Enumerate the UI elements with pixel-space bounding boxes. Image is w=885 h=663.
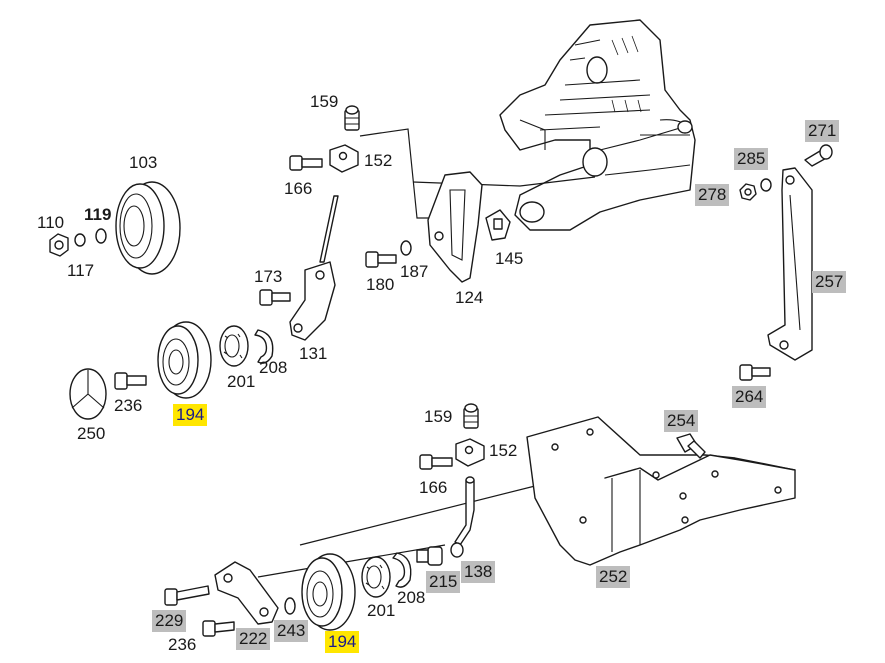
callout-215: 215 <box>426 571 461 593</box>
callout-159-top: 159 <box>310 92 339 111</box>
engine-block <box>499 19 696 231</box>
bearing-201-top <box>219 325 249 367</box>
bolt-236-top <box>114 372 147 390</box>
bolt-166-lower <box>419 454 453 470</box>
bearing-201-lower <box>361 556 391 598</box>
circlip-208-top <box>254 329 274 364</box>
link-arm-222 <box>214 561 279 625</box>
callout-110: 110 <box>37 213 65 232</box>
callout-152-lower: 152 <box>489 441 518 460</box>
callout-201-top: 201 <box>227 372 256 391</box>
callout-131: 131 <box>299 344 328 363</box>
callout-208-top: 208 <box>259 358 288 377</box>
callout-254: 254 <box>664 410 699 432</box>
star-cap-250 <box>69 368 107 420</box>
callout-257: 257 <box>812 271 847 293</box>
callout-285: 285 <box>734 148 769 170</box>
block-152-lower <box>455 438 485 467</box>
callout-271: 271 <box>805 120 840 142</box>
callout-166-top: 166 <box>284 179 313 198</box>
callout-138: 138 <box>461 561 496 583</box>
bolt-180 <box>365 251 397 268</box>
grease-nipple-159-lower <box>463 403 479 429</box>
callout-187: 187 <box>400 262 429 281</box>
washer-243 <box>284 597 296 615</box>
bolt-236-lower <box>202 620 235 637</box>
callout-236-top: 236 <box>114 396 143 415</box>
callout-194-lower: 194 <box>325 631 360 653</box>
nut-110 <box>49 233 69 257</box>
callout-152-top: 152 <box>364 151 393 170</box>
grease-nipple-159-top <box>344 105 360 131</box>
pulley-194-top <box>157 321 212 399</box>
callout-119: 119 <box>84 205 112 224</box>
bolt-254 <box>676 433 706 459</box>
callout-236-lower: 236 <box>168 635 197 654</box>
pulley-103 <box>115 181 181 275</box>
callout-229: 229 <box>152 610 187 632</box>
tension-rod-131 <box>289 195 339 341</box>
callout-180: 180 <box>366 275 395 294</box>
callout-250: 250 <box>77 424 106 443</box>
washer-187 <box>400 240 412 256</box>
nut-278 <box>739 183 757 201</box>
rod-138 <box>454 476 475 546</box>
block-152-top <box>329 144 359 173</box>
callout-145: 145 <box>495 249 524 268</box>
clip-145-slot <box>493 218 503 230</box>
bushing-215 <box>416 542 464 566</box>
bolt-173 <box>259 289 291 306</box>
callout-117: 117 <box>67 261 95 280</box>
bracket-124 <box>427 171 483 283</box>
bolt-229 <box>164 585 210 606</box>
bolt-166-top <box>289 155 323 171</box>
strap-257 <box>767 167 813 361</box>
callout-173: 173 <box>254 267 283 286</box>
callout-166-lower: 166 <box>419 478 448 497</box>
callout-159-lower: 159 <box>424 407 453 426</box>
callout-124: 124 <box>455 288 484 307</box>
callout-201-lower: 201 <box>367 601 396 620</box>
circlip-208-lower <box>392 552 412 588</box>
washer-119 <box>95 228 107 244</box>
callout-103: 103 <box>129 153 158 172</box>
washer-117 <box>74 233 86 247</box>
bolt-271 <box>804 144 833 167</box>
callout-222: 222 <box>236 628 271 650</box>
callout-194-top: 194 <box>173 404 208 426</box>
washer-285 <box>760 178 772 192</box>
callout-264: 264 <box>732 386 767 408</box>
callout-252: 252 <box>596 566 631 588</box>
bracket-252 <box>526 416 796 566</box>
bolt-264 <box>739 364 771 381</box>
callout-208-lower: 208 <box>397 588 426 607</box>
pulley-194-lower <box>301 553 356 631</box>
callout-243: 243 <box>274 620 309 642</box>
callout-278: 278 <box>695 184 730 206</box>
